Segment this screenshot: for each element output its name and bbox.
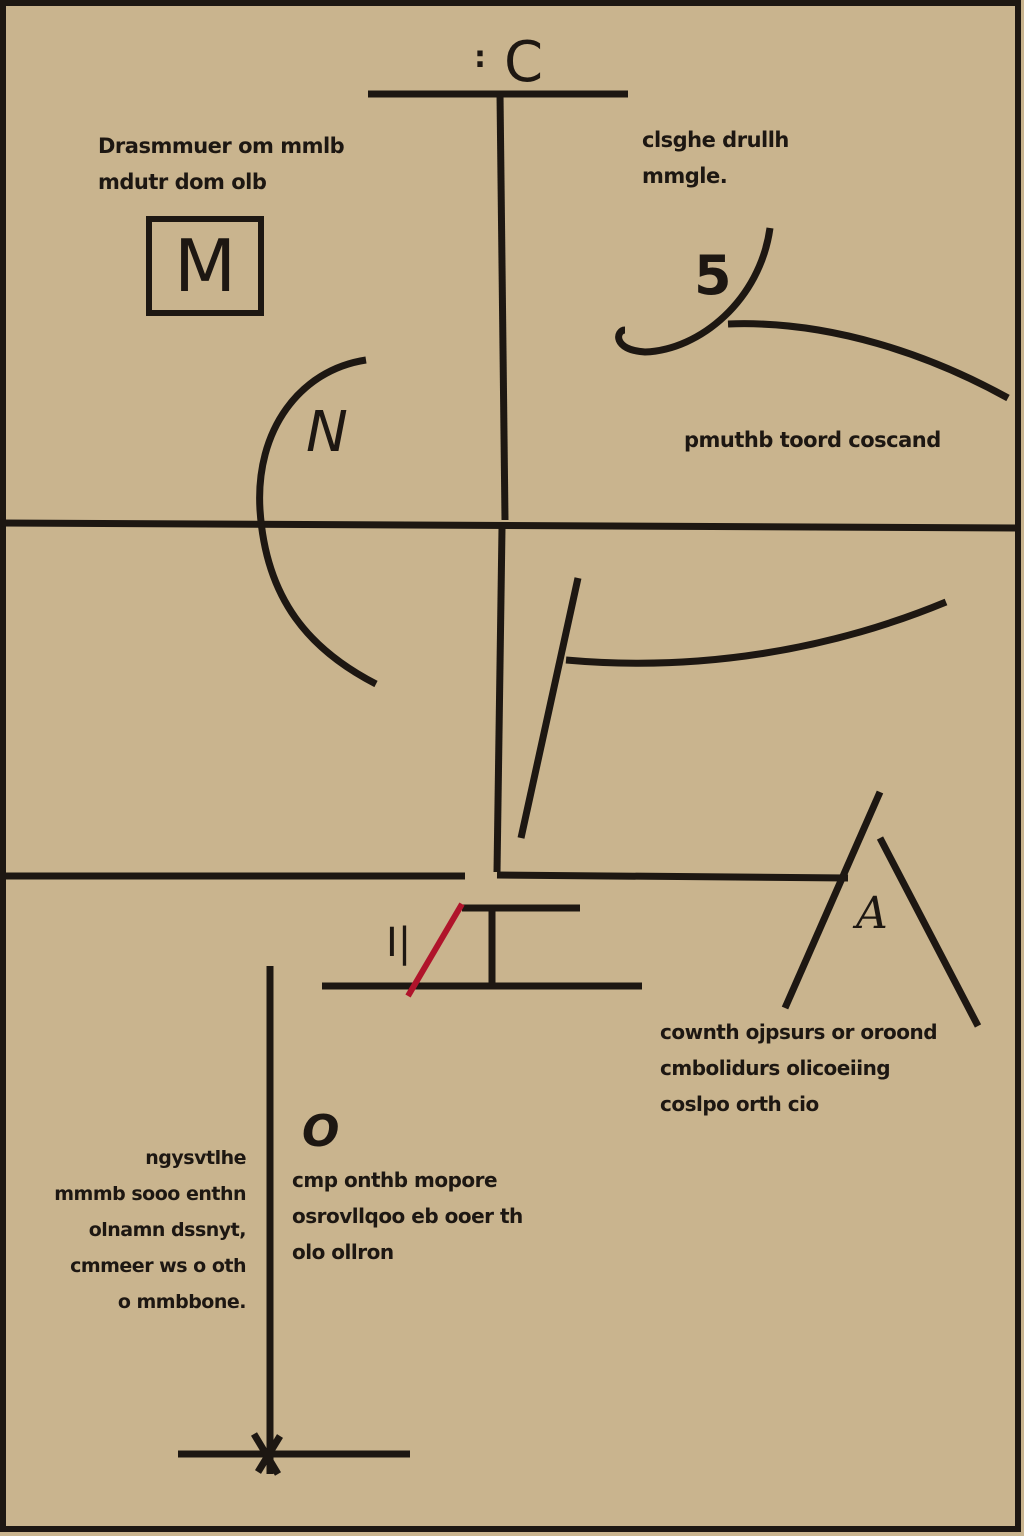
- red-accent-slash: [405, 902, 465, 998]
- label-n: N: [306, 400, 348, 465]
- lower-vertical-line: [493, 527, 506, 873]
- colon-mark: :: [474, 40, 486, 75]
- right-horizontal-divider: [496, 871, 849, 882]
- triangle-left-side: [781, 790, 884, 1010]
- note-bottom-mid: cmp onthb mopore osrovllqoo eb ooer th o…: [292, 1168, 523, 1264]
- main-horizontal-divider: [0, 519, 1021, 532]
- angle-curved-arm: [565, 598, 948, 667]
- note-top-right: clsghe drullh mmgle.: [642, 128, 789, 188]
- i-mark: I|: [386, 920, 412, 966]
- label-five: 5: [694, 244, 732, 307]
- boxed-label-m: M: [146, 216, 264, 316]
- angle-slanted-leg: [517, 577, 582, 839]
- central-vertical-line: [496, 93, 509, 521]
- n-arc: [256, 356, 378, 688]
- label-o: O: [302, 1106, 340, 1157]
- label-a: A: [856, 888, 888, 939]
- cross-mark-stroke-b: [255, 1434, 283, 1474]
- triangle-right-side: [876, 836, 982, 1028]
- note-mid-right: pmuthb toord coscand: [684, 428, 941, 452]
- note-top-left: Drasmmuer om mmlb mdutr dom olb: [98, 134, 345, 194]
- five-hook-curve: [615, 227, 1010, 402]
- label-c: C: [504, 30, 544, 95]
- note-bottom-left: ngysvtlhe mmmb sooo enthn olnamn dssnyt,…: [54, 1147, 246, 1313]
- note-lower-right: cownth ojpsurs or oroond cmbolidurs olic…: [660, 1020, 938, 1116]
